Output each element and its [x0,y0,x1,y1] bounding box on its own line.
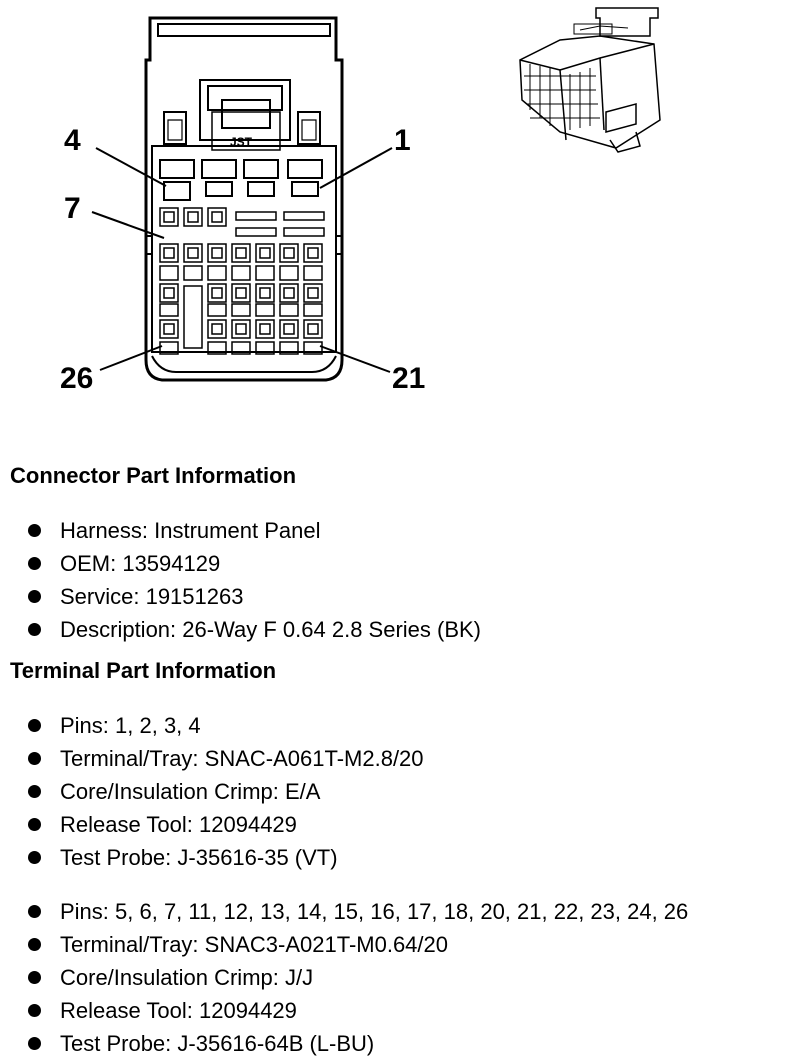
terminal-part-info-heading: Terminal Part Information [10,658,277,683]
bullet-icon [28,905,41,918]
bullet-icon [28,1004,41,1017]
terminal-part-info-list-2: Pins: 5, 6, 7, 11, 12, 13, 14, 15, 16, 1… [0,895,688,1060]
list-item: Terminal/Tray: SNAC-A061T-M2.8/20 [0,742,424,775]
list-item-text: Service: 19151263 [60,584,244,609]
list-item-text: Terminal/Tray: SNAC-A061T-M2.8/20 [60,746,424,771]
list-item: Pins: 5, 6, 7, 11, 12, 13, 14, 15, 16, 1… [0,895,688,928]
callout-pin-26: 26 [60,362,94,395]
list-item-text: Release Tool: 12094429 [60,812,297,837]
bullet-icon [28,590,41,603]
list-item: Pins: 1, 2, 3, 4 [0,709,424,742]
callout-leader-lines [91,147,393,373]
list-item-text: Release Tool: 12094429 [60,998,297,1023]
terminal-part-info-list-1: Pins: 1, 2, 3, 4 Terminal/Tray: SNAC-A06… [0,709,424,874]
list-item: OEM: 13594129 [0,547,481,580]
list-item-text: Core/Insulation Crimp: E/A [60,779,321,804]
large-pin-row [159,159,323,201]
list-item: Test Probe: J-35616-35 (VT) [0,841,424,874]
list-item: Release Tool: 12094429 [0,994,688,1027]
list-item: Terminal/Tray: SNAC3-A021T-M0.64/20 [0,928,688,961]
list-item-text: Pins: 5, 6, 7, 11, 12, 13, 14, 15, 16, 1… [60,899,689,924]
list-item: Release Tool: 12094429 [0,808,424,841]
list-item-text: OEM: 13594129 [60,551,221,576]
bullet-icon [28,818,41,831]
bullet-icon [28,851,41,864]
bullet-icon [28,623,41,636]
connector-part-info-list: Harness: Instrument Panel OEM: 13594129 … [0,514,481,646]
list-item: Test Probe: J-35616-64B (L-BU) [0,1027,688,1060]
list-item-text: Terminal/Tray: SNAC3-A021T-M0.64/20 [60,932,448,957]
list-item-text: Test Probe: J-35616-35 (VT) [60,845,338,870]
list-item-text: Pins: 1, 2, 3, 4 [60,713,201,738]
bullet-icon [28,719,41,732]
list-item: Service: 19151263 [0,580,481,613]
callout-pin-7: 7 [64,192,81,225]
bullet-icon [28,1037,41,1050]
bullet-icon [28,938,41,951]
small-pin-grid [159,207,325,355]
list-item-text: Description: 26-Way F 0.64 2.8 Series (B… [60,617,482,642]
list-item: Core/Insulation Crimp: E/A [0,775,424,808]
bullet-icon [28,557,41,570]
bullet-icon [28,524,41,537]
bullet-icon [28,971,41,984]
callout-pin-1: 1 [394,124,411,157]
connector-isometric-view [519,7,661,153]
bullet-icon [28,752,41,765]
bullet-icon [28,785,41,798]
callout-pin-4: 4 [64,124,81,157]
list-item: Harness: Instrument Panel [0,514,481,547]
connector-part-info-heading: Connector Part Information [10,463,297,488]
connector-face-view: JST [91,7,661,382]
callout-pin-21: 21 [392,362,426,395]
list-item-text: Test Probe: J-35616-64B (L-BU) [60,1031,375,1056]
list-item-text: Core/Insulation Crimp: J/J [60,965,314,990]
list-item-text: Harness: Instrument Panel [60,518,321,543]
connector-diagram: JST [0,0,800,420]
list-item: Description: 26-Way F 0.64 2.8 Series (B… [0,613,481,646]
list-item: Core/Insulation Crimp: J/J [0,961,688,994]
